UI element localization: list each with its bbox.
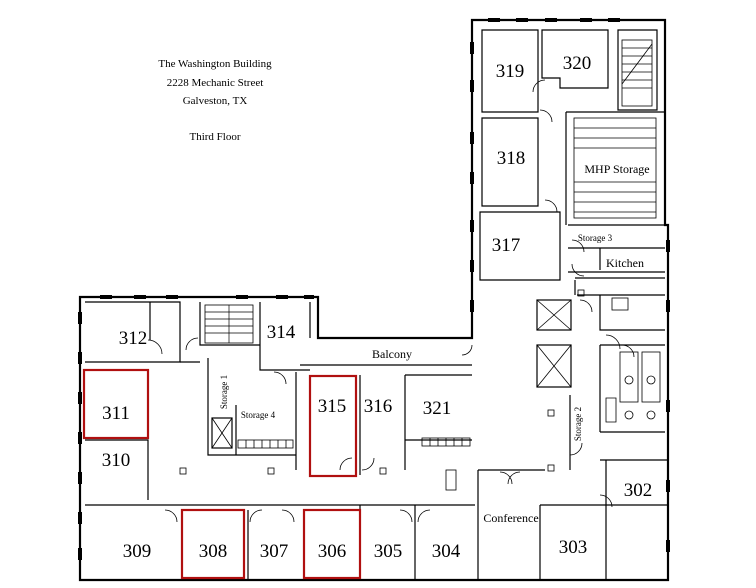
room-318-label: 318	[497, 148, 526, 169]
right-wing-walls	[477, 29, 668, 580]
room-311-label: 311	[102, 403, 130, 424]
storage3-label: Storage 3	[578, 233, 613, 243]
room-306-label: 306	[318, 541, 347, 562]
room-305-label: 305	[374, 541, 403, 562]
room-320-label: 320	[563, 53, 592, 74]
room-321-label: 321	[423, 398, 452, 419]
storage1-label: Storage 1	[219, 375, 229, 409]
room-312-label: 312	[119, 328, 148, 349]
stairs-top-right	[621, 39, 653, 107]
highlight-room-315	[308, 374, 358, 478]
floor-title: Third Floor	[189, 131, 241, 143]
storage4-label: Storage 4	[241, 410, 276, 420]
left-wing-walls	[85, 301, 475, 580]
restroom-fixtures	[605, 297, 661, 423]
room-307-label: 307	[260, 541, 289, 562]
elevator-1	[536, 299, 572, 331]
building-address: 2228 Mechanic Street	[166, 77, 264, 89]
elevator-2	[536, 344, 572, 388]
conference-label: Conference	[483, 511, 538, 525]
room-319-label: 319	[496, 61, 525, 82]
room-304-label: 304	[432, 541, 461, 562]
door-swings	[147, 79, 635, 523]
room-309-label: 309	[123, 541, 152, 562]
highlight-room-308	[180, 508, 246, 580]
storage2-label: Storage 2	[573, 407, 583, 441]
building-outline	[78, 18, 670, 582]
building-name: The Washington Building	[158, 58, 272, 70]
room-316-label: 316	[364, 396, 393, 417]
highlight-room-306	[302, 508, 362, 580]
room-302-label: 302	[624, 480, 653, 501]
room-310-label: 310	[102, 450, 131, 471]
mhp-storage-label: MHP Storage	[584, 162, 649, 176]
room-308-label: 308	[199, 541, 228, 562]
kitchen-label: Kitchen	[606, 256, 644, 270]
room-314-label: 314	[267, 322, 296, 343]
storage4-shelves	[237, 439, 294, 449]
column-markers	[179, 289, 585, 491]
window-marks	[78, 18, 670, 560]
mhp-stairs	[573, 117, 657, 219]
room321-shelves	[421, 437, 471, 447]
elevator-left	[211, 417, 233, 449]
building-city: Galveston, TX	[182, 95, 248, 107]
room-303-label: 303	[559, 537, 588, 558]
room-315-label: 315	[318, 396, 347, 417]
stairs-left	[204, 304, 254, 344]
highlight-room-311	[82, 368, 150, 440]
balcony-label: Balcony	[372, 347, 412, 361]
room-317-label: 317	[492, 235, 521, 256]
